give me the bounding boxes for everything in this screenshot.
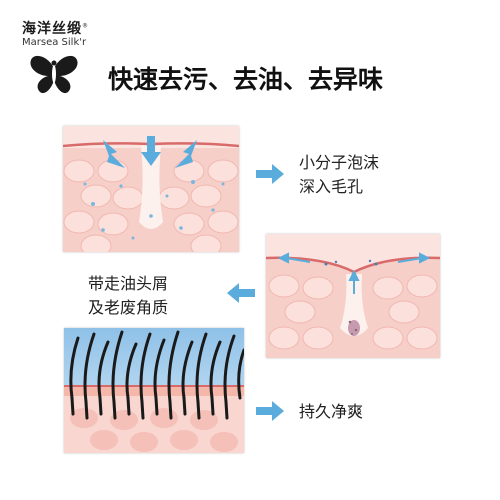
dirt-removal-illustration	[266, 234, 440, 358]
step-1-caption-line1: 小分子泡沫	[299, 153, 380, 172]
registered-mark: ®	[82, 22, 89, 30]
step-1-caption-line2: 深入毛孔	[299, 177, 364, 196]
step-1-caption: 小分子泡沫 深入毛孔	[299, 151, 379, 199]
step-2-caption-line2: 及老废角质	[88, 298, 169, 317]
butterfly-logo-icon	[30, 55, 78, 94]
arrow-right-icon	[256, 164, 284, 184]
clean-scalp-illustration	[64, 328, 244, 453]
brand-name-cn: 海洋丝缎®	[22, 21, 89, 37]
headline: 快速去污、去油、去异味	[108, 65, 384, 94]
arrow-left-icon	[227, 283, 255, 303]
arrow-right-icon	[256, 401, 284, 421]
step-3-caption-line1: 持久净爽	[299, 402, 364, 421]
brand-name-en: Marsea Silk'r	[22, 37, 87, 48]
step-2-caption: 带走油头屑 及老废角质	[88, 272, 168, 320]
step-3-caption: 持久净爽	[299, 400, 363, 424]
step-2-caption-line1: 带走油头屑	[88, 274, 169, 293]
foam-pore-illustration	[63, 126, 239, 252]
